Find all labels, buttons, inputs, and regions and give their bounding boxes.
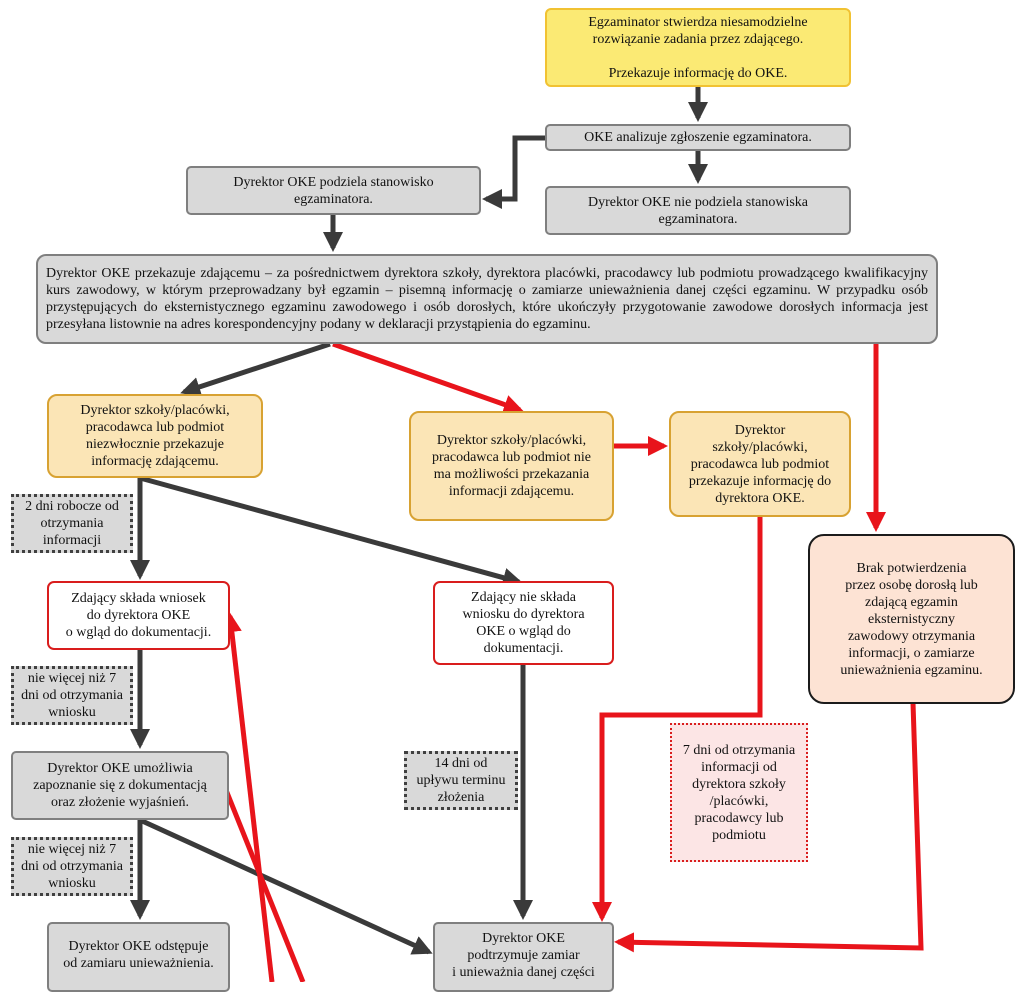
- director-not-shares-text: Dyrektor OKE nie podziela stanowiska egz…: [587, 194, 809, 227]
- school-returns-box: Dyrektor szkoły/placówki, pracodawca lub…: [669, 411, 851, 517]
- arrow-no-confirmation-to-upholds: [614, 702, 924, 953]
- school-passes-box: Dyrektor szkoły/placówki, pracodawca lub…: [47, 394, 263, 478]
- examiner-report-text: Egzaminator stwierdza niesamodzielne roz…: [588, 14, 808, 81]
- director-transmits-box: Dyrektor OKE przekazuje zdającemu – za p…: [36, 254, 938, 344]
- upholds-box: Dyrektor OKE podtrzymuje zamiar i uniewa…: [433, 922, 614, 992]
- note-seven-days-red-text: 7 dni od otrzymania informacji od dyrekt…: [682, 742, 796, 843]
- note-seven-days-a: nie więcej niż 7 dni od otrzymania wnios…: [11, 666, 133, 725]
- school-passes-text: Dyrektor szkoły/placówki, pracodawca lub…: [80, 403, 230, 469]
- upholds-text: Dyrektor OKE podtrzymuje zamiar i uniewa…: [452, 931, 595, 980]
- review-docs-box: Dyrektor OKE umożliwia zapoznanie się z …: [11, 751, 229, 820]
- arrow-transmit-to-school-passes: [180, 341, 331, 397]
- arrow-oke-to-director-shares: [482, 135, 545, 209]
- note-fourteen-days: 14 dni od upływu terminu złożenia: [404, 751, 518, 810]
- not-applies-box: Zdający nie składa wniosku do dyrektora …: [433, 581, 614, 665]
- director-transmits-text: Dyrektor OKE przekazuje zdającemu – za p…: [46, 266, 928, 332]
- oke-analyzes-box: OKE analizuje zgłoszenie egzaminatora.: [545, 124, 851, 151]
- arrow-school-returns-to-upholds: [592, 517, 763, 922]
- note-fourteen-days-text: 14 dni od upływu terminu złożenia: [416, 756, 506, 805]
- note-seven-days-a-text: nie więcej niż 7 dni od otrzymania wnios…: [21, 671, 123, 720]
- oke-analyzes-text: OKE analizuje zgłoszenie egzaminatora.: [584, 130, 812, 145]
- director-not-shares-box: Dyrektor OKE nie podziela stanowiska egz…: [545, 186, 851, 235]
- review-docs-text: Dyrektor OKE umożliwia zapoznanie się z …: [33, 761, 207, 810]
- school-cannot-text: Dyrektor szkoły/placówki, pracodawca lub…: [431, 433, 591, 499]
- note-two-days-text: 2 dni robocze od otrzymania informacji: [25, 499, 119, 548]
- withdraws-text: Dyrektor OKE odstępuje od zamiaru uniewa…: [63, 939, 214, 971]
- note-seven-days-red: 7 dni od otrzymania informacji od dyrekt…: [670, 723, 808, 862]
- no-confirmation-text: Brak potwierdzenia przez osobę dorosłą l…: [840, 560, 983, 678]
- arrow-red-to-applies-a: [221, 612, 275, 982]
- applies-text: Zdający składa wniosek do dyrektora OKE …: [65, 591, 212, 640]
- note-two-days: 2 dni robocze od otrzymania informacji: [11, 494, 133, 553]
- arrow-red-review-line: [223, 789, 306, 982]
- arrow-transmit-to-school-cannot: [332, 341, 524, 415]
- school-returns-text: Dyrektor szkoły/placówki, pracodawca lub…: [688, 422, 832, 506]
- applies-box: Zdający składa wniosek do dyrektora OKE …: [47, 581, 230, 650]
- no-confirmation-box: Brak potwierdzenia przez osobę dorosłą l…: [808, 534, 1015, 704]
- director-shares-box: Dyrektor OKE podziela stanowisko egzamin…: [186, 166, 481, 215]
- not-applies-text: Zdający nie składa wniosku do dyrektora …: [462, 590, 585, 656]
- arrow-review-to-upholds: [138, 817, 433, 955]
- examiner-report-box: Egzaminator stwierdza niesamodzielne roz…: [545, 8, 851, 87]
- school-cannot-box: Dyrektor szkoły/placówki, pracodawca lub…: [409, 411, 614, 521]
- arrow-school-passes-to-not-applies: [139, 475, 523, 588]
- note-seven-days-b: nie więcej niż 7 dni od otrzymania wnios…: [11, 837, 133, 896]
- note-seven-days-b-text: nie więcej niż 7 dni od otrzymania wnios…: [21, 842, 123, 891]
- director-shares-text: Dyrektor OKE podziela stanowisko egzamin…: [233, 174, 434, 207]
